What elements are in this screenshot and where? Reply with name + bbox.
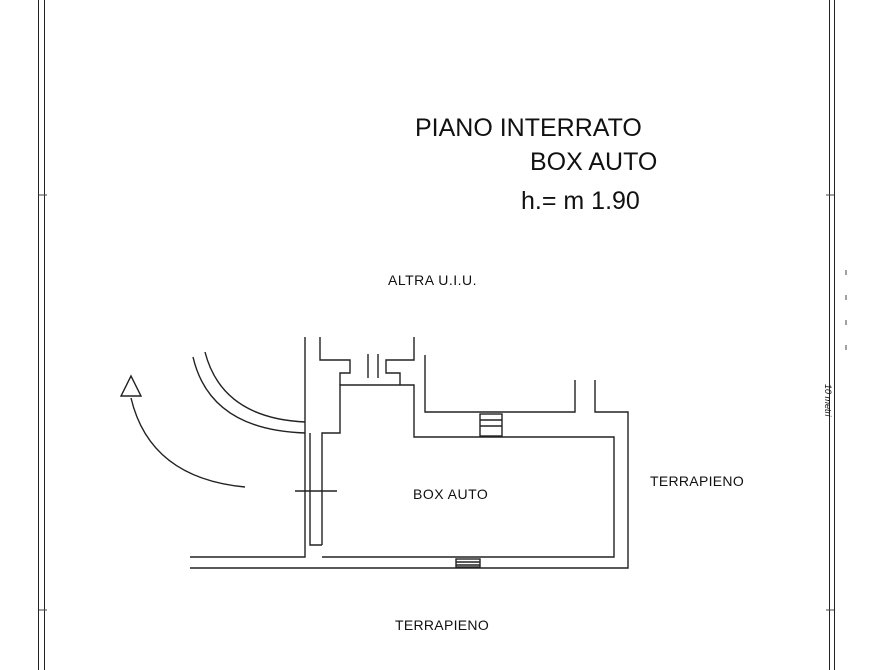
- terrapieno-right-label: TERRAPIENO: [650, 473, 745, 489]
- ramp-curve-inner: [204, 351, 306, 423]
- room-label: BOX AUTO: [413, 486, 489, 502]
- corridor-wall: [319, 337, 351, 385]
- sheet-border-left-inner: [44, 0, 45, 670]
- door-mark: [367, 354, 379, 378]
- terrapieno-bottom-label: TERRAPIENO: [395, 617, 490, 633]
- sheet-border-right-inner: [834, 0, 835, 670]
- box-outer-wall: [190, 337, 306, 558]
- scale-note: 10 metri: [823, 384, 833, 417]
- ramp-arrow-head: [119, 374, 143, 397]
- ramp-curve-outer: [192, 356, 306, 434]
- window-top: [479, 413, 503, 437]
- box-inner-wall: [321, 384, 615, 558]
- window-bottom: [455, 558, 481, 568]
- upper-right-wall: [424, 355, 576, 413]
- box-outer-wall-bottom: [190, 380, 629, 569]
- corridor-wall-right: [385, 337, 415, 385]
- sheet-border-left: [38, 0, 39, 670]
- height-note: h.= m 1.90: [521, 187, 640, 215]
- adjacent-unit-label: ALTRA U.I.U.: [388, 272, 477, 288]
- drawing-subtitle: BOX AUTO: [530, 148, 658, 176]
- left-partition: [309, 433, 322, 546]
- drawing-title: PIANO INTERRATO: [415, 114, 642, 142]
- ramp-arrow-curve: [130, 397, 246, 488]
- scale-ticks: [39, 194, 847, 611]
- sheet-border-right: [829, 0, 830, 670]
